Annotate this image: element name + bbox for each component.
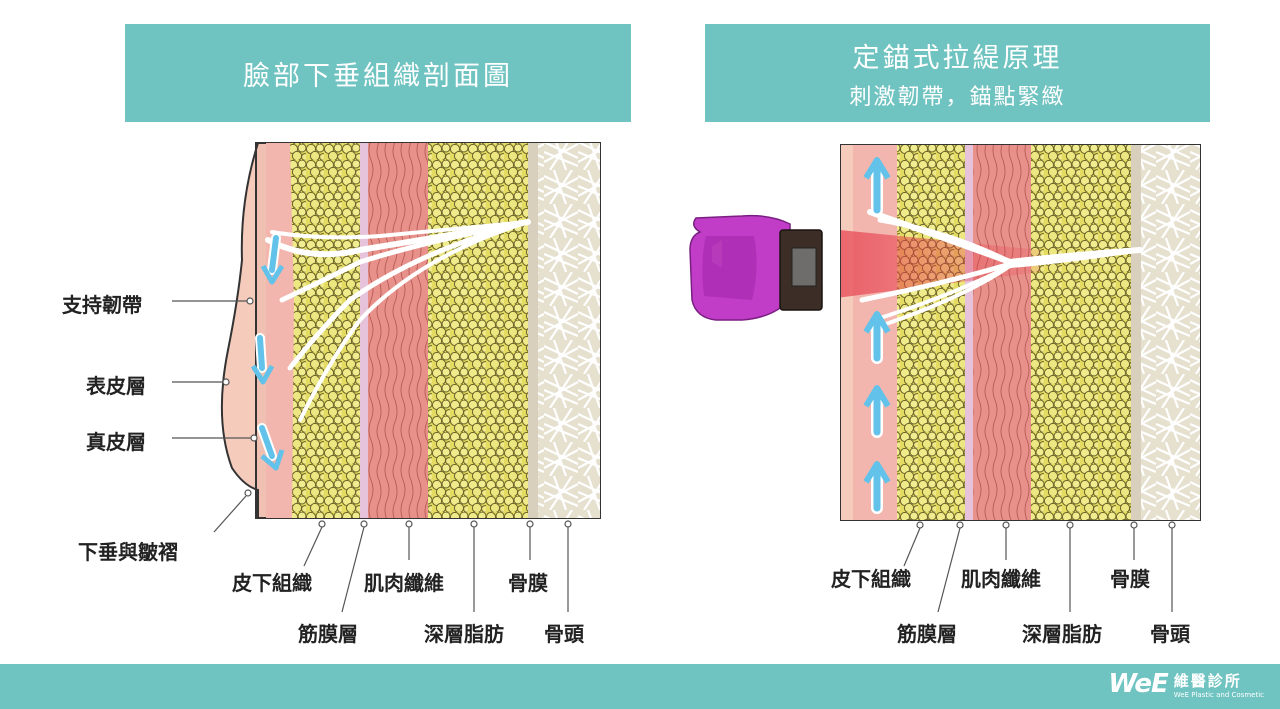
bone-layer xyxy=(1141,145,1200,520)
logo-english: WeE Plastic and Cosmetic xyxy=(1173,690,1264,699)
epidermis-contour xyxy=(220,142,260,519)
device-icon xyxy=(689,214,823,321)
deep-fat-layer xyxy=(428,143,528,518)
down-arrow-icon xyxy=(250,333,275,385)
label-periosteum: 骨膜 xyxy=(508,571,548,595)
label-dermis: 真皮層 xyxy=(86,430,146,454)
label-deep-fat: 深層脂肪 xyxy=(424,622,504,646)
label-support-ligament: 支持韌帶 xyxy=(62,293,142,317)
down-arrow-icon xyxy=(260,233,285,285)
down-arrow-icon xyxy=(257,423,285,471)
label-muscle: 肌肉纖維 xyxy=(961,567,1041,591)
bone-layer xyxy=(538,143,600,518)
label-muscle: 肌肉纖維 xyxy=(364,571,444,595)
label-subcutaneous: 皮下組織 xyxy=(232,571,312,595)
left-cross-section xyxy=(172,142,601,613)
right-title: 定錨式拉緹原理 xyxy=(852,42,1063,74)
label-epidermis: 表皮層 xyxy=(86,374,146,398)
clinic-logo: WeE 維醫診所 WeE Plastic and Cosmetic xyxy=(1108,669,1264,699)
logo-mark: WeE xyxy=(1108,669,1168,699)
subcutaneous-fat-layer xyxy=(897,145,965,520)
fascia-layer xyxy=(360,143,368,518)
ligaments xyxy=(859,209,1143,332)
label-deep-fat: 深層脂肪 xyxy=(1022,622,1102,646)
right-title-banner: 定錨式拉緹原理 刺激韌帶，錨點緊緻 xyxy=(705,24,1210,122)
left-title: 臉部下垂組織剖面圖 xyxy=(243,60,513,92)
label-sagging-wrinkles: 下垂與皺褶 xyxy=(78,540,178,564)
muscle-layer xyxy=(368,143,428,518)
up-arrow-icon xyxy=(863,385,891,438)
label-fascia: 筋膜層 xyxy=(897,622,957,646)
fascia-layer xyxy=(965,145,973,520)
logo-name: 維醫診所 xyxy=(1173,671,1242,690)
up-arrow-icon xyxy=(863,157,891,216)
footer-bar: WeE 維醫診所 WeE Plastic and Cosmetic xyxy=(0,664,1280,709)
label-periosteum: 骨膜 xyxy=(1110,567,1150,591)
label-subcutaneous: 皮下組織 xyxy=(831,567,911,591)
label-bone: 骨頭 xyxy=(1150,622,1190,646)
periosteum-layer xyxy=(1131,145,1141,520)
label-fascia: 筋膜層 xyxy=(298,622,358,646)
periosteum-layer xyxy=(528,143,538,518)
up-arrow-icon xyxy=(863,461,891,514)
energy-beam xyxy=(841,230,1040,298)
right-cross-section xyxy=(689,144,1201,613)
muscle-layer xyxy=(973,145,1031,520)
ligaments xyxy=(265,219,531,422)
left-title-banner: 臉部下垂組織剖面圖 xyxy=(125,24,631,122)
right-subtitle: 刺激韌帶，錨點緊緻 xyxy=(849,84,1066,110)
up-arrow-icon xyxy=(863,311,891,364)
deep-fat-layer xyxy=(1031,145,1131,520)
label-bone: 骨頭 xyxy=(544,622,584,646)
